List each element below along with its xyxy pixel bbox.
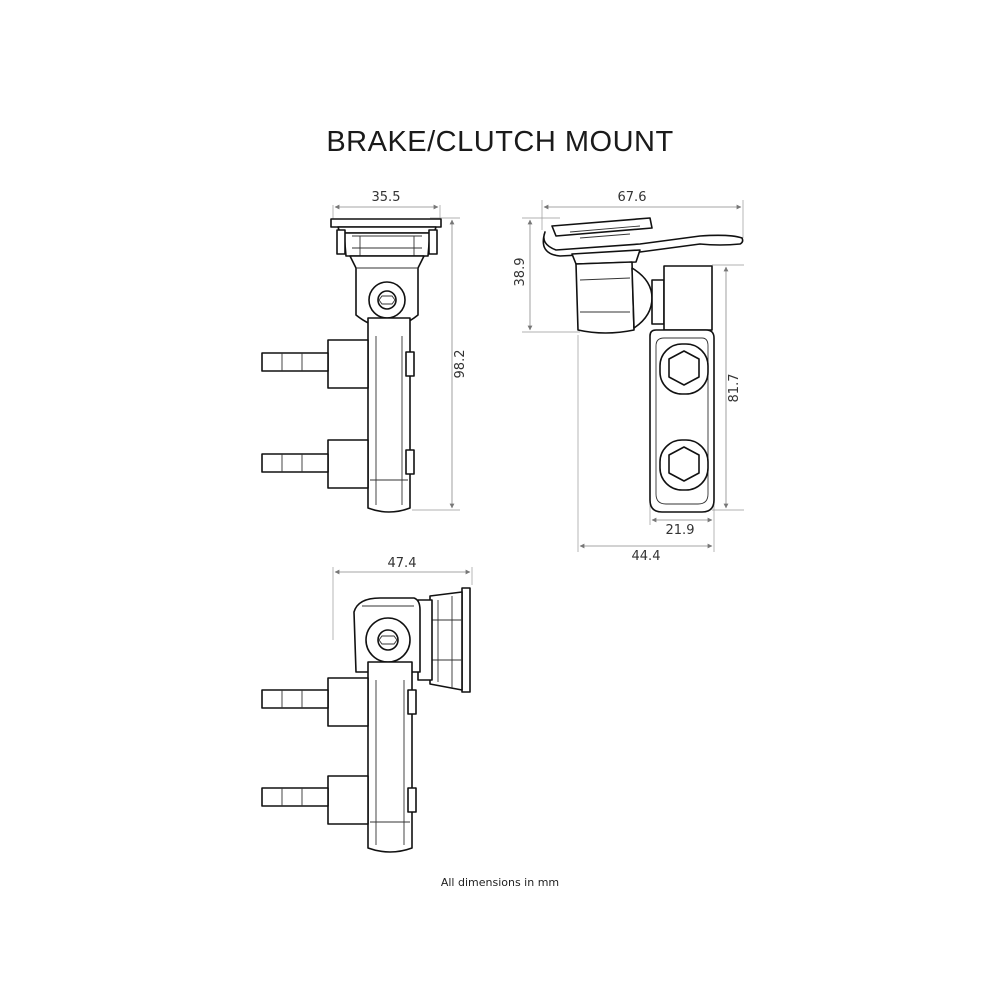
bottom-cradle	[429, 591, 463, 691]
bottom-pin-lower	[261, 787, 329, 807]
front-pin-lower	[261, 453, 329, 473]
bottom-arm	[367, 661, 413, 853]
front-clamp-lower	[327, 439, 369, 489]
bottom-pin-upper	[261, 689, 329, 709]
dim-front-width: 35.5	[372, 190, 401, 205]
dim-side-arm-width: 21.9	[666, 523, 695, 538]
hex-nut-icon	[668, 446, 700, 482]
side-mount-plate	[551, 217, 653, 237]
dim-side-head-height: 38.9	[513, 258, 528, 287]
page-title: BRAKE/CLUTCH MOUNT	[326, 126, 674, 158]
hex-bolt-icon	[377, 290, 397, 310]
side-release-lever	[542, 231, 744, 257]
rotated-view: 47.4	[261, 556, 473, 853]
bottom-mount-plate	[461, 587, 471, 693]
front-mount-plate	[330, 218, 442, 228]
bottom-clamp-lower	[327, 775, 369, 825]
units-footnote: All dimensions in mm	[440, 876, 560, 889]
side-view: 67.6 38.9 81.7 21.9 44.4	[513, 190, 744, 564]
front-clamp-upper	[327, 339, 369, 389]
front-view: 35.5 98.2	[261, 190, 468, 513]
dim-side-width: 67.6	[618, 190, 647, 205]
dim-bottom-width: 47.4	[388, 556, 417, 571]
front-pin-upper	[261, 352, 329, 372]
dim-front-height: 98.2	[453, 350, 468, 379]
dim-side-arm-height: 81.7	[727, 374, 742, 403]
bottom-clamp-upper	[327, 677, 369, 727]
hex-bolt-icon	[377, 629, 399, 651]
hex-nut-icon	[668, 350, 700, 386]
side-head-block	[575, 261, 635, 334]
dim-side-total-width: 44.4	[632, 549, 661, 564]
side-arm-top	[663, 265, 713, 331]
front-arm	[367, 317, 411, 513]
